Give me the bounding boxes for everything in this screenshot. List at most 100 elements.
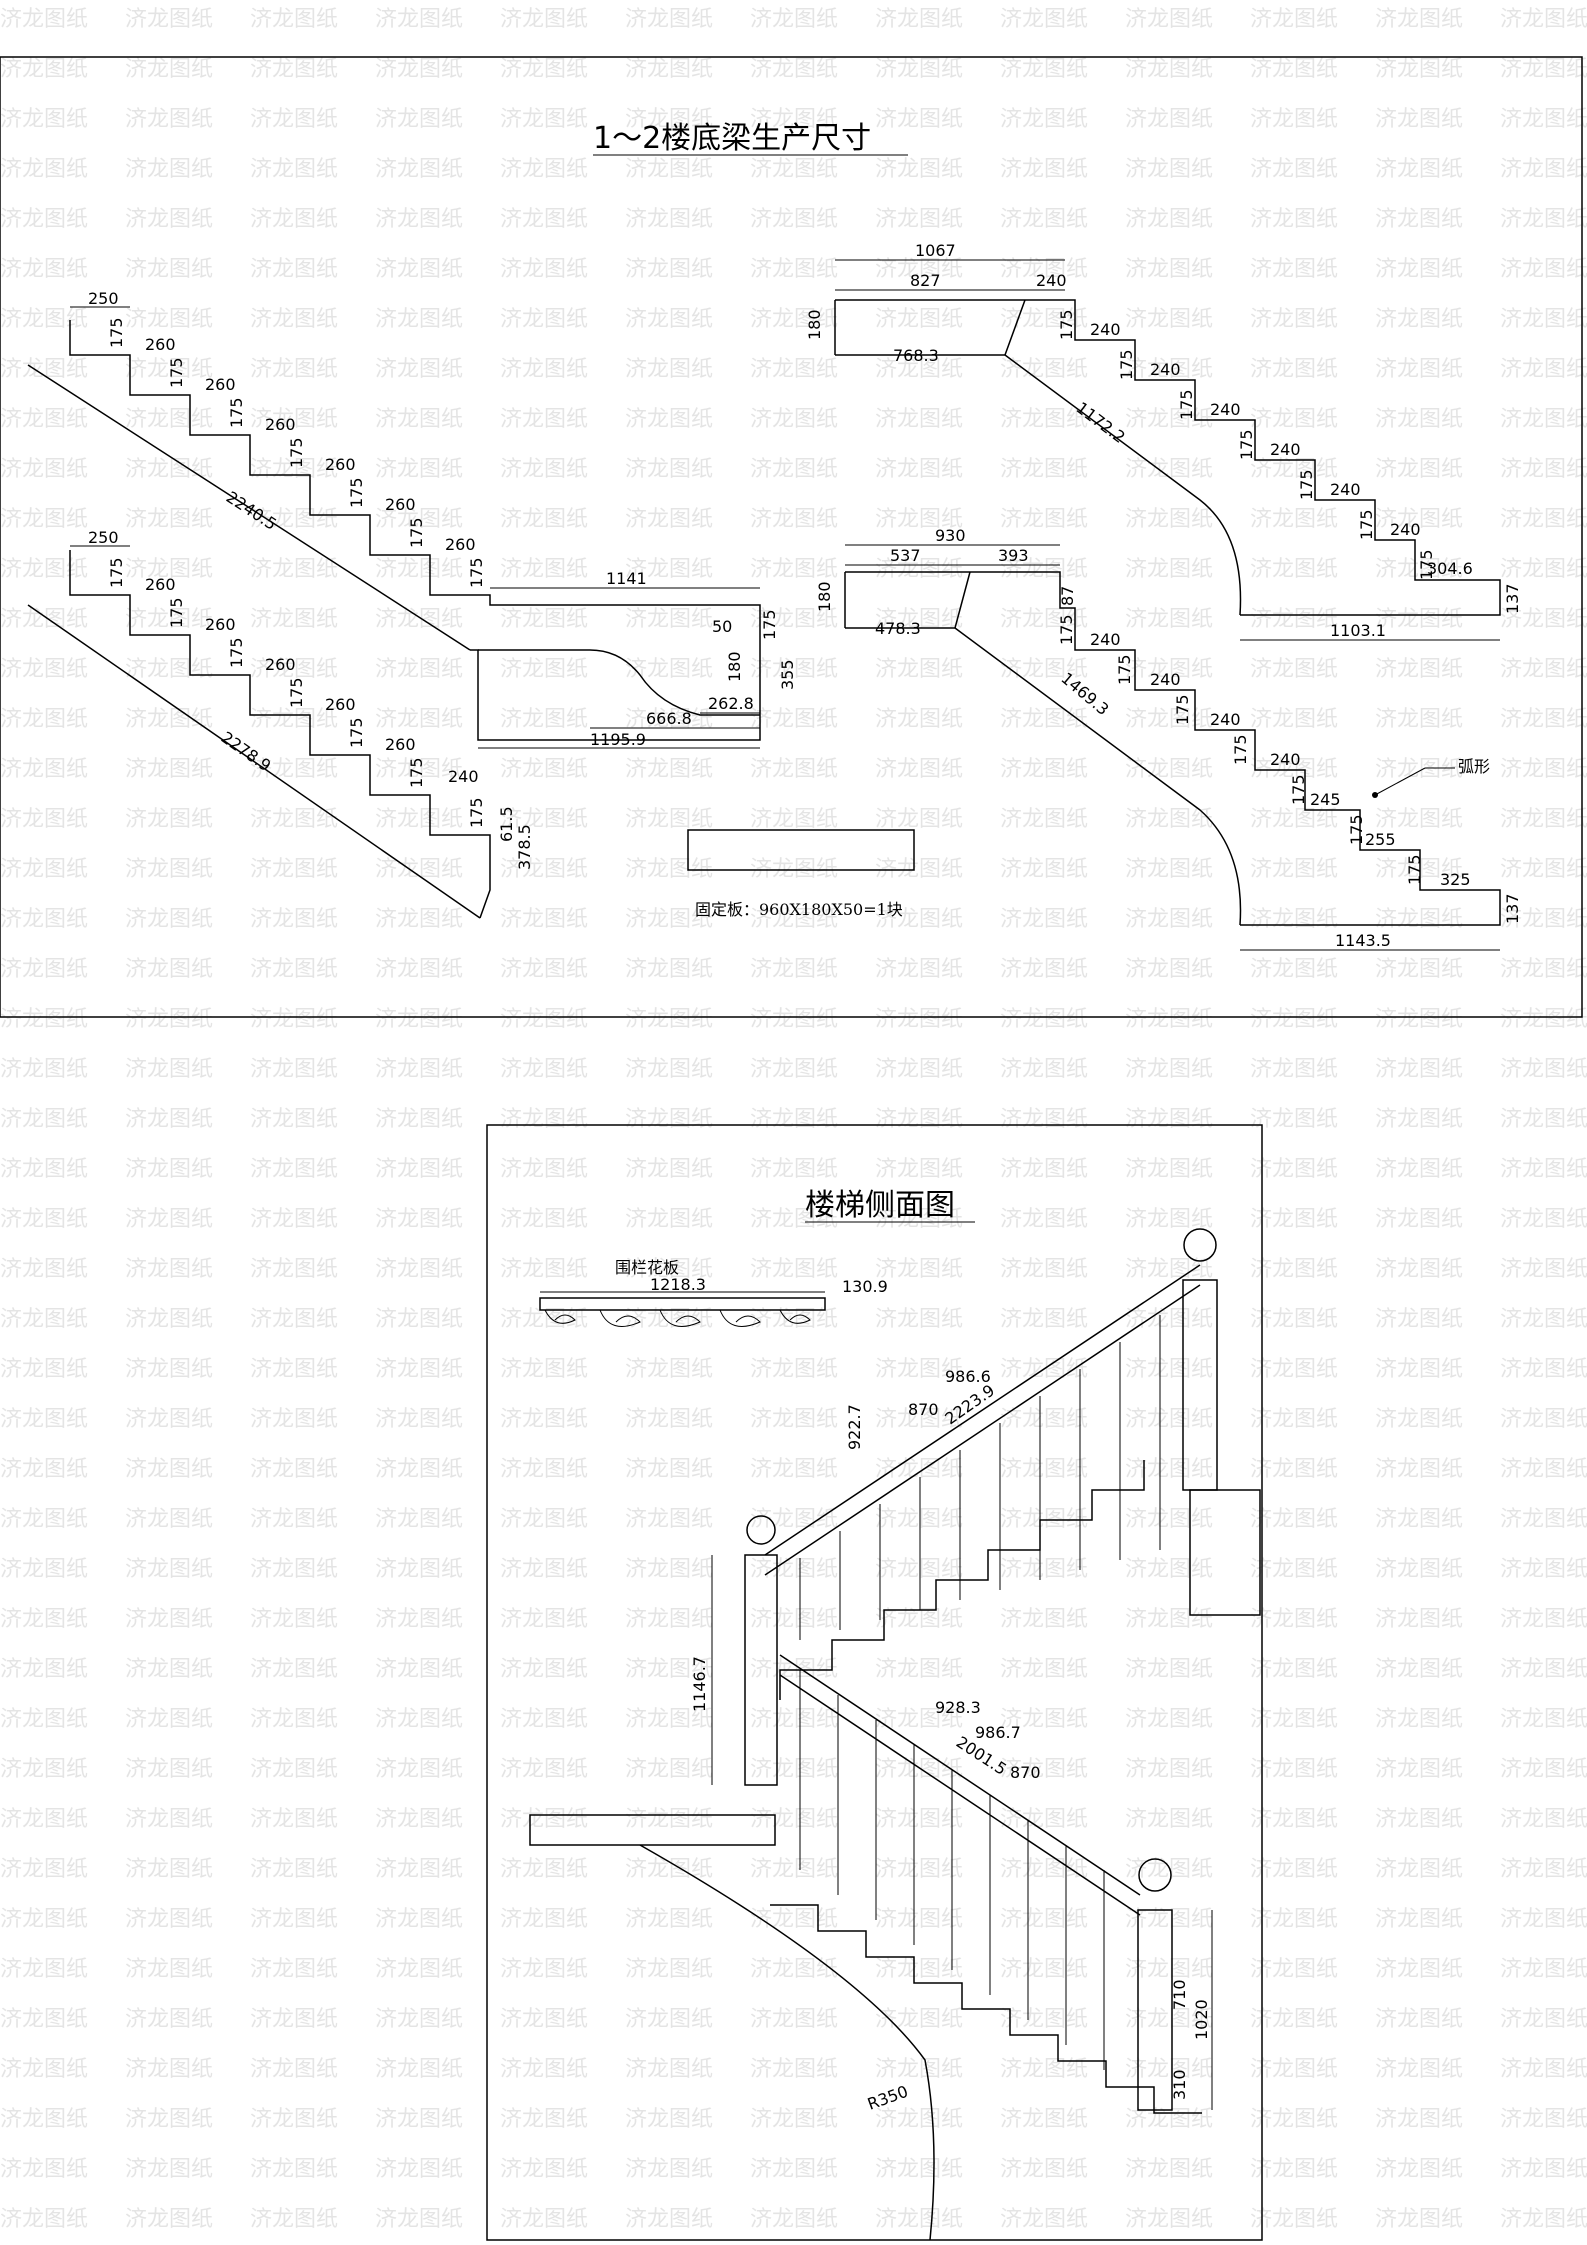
watermark-text: 济龙图纸	[125, 1957, 213, 1982]
watermark-text: 济龙图纸	[0, 1757, 88, 1782]
beam-b-tread: 260	[385, 735, 416, 754]
watermark-text: 济龙图纸	[750, 1557, 838, 1582]
watermark-text: 济龙图纸	[125, 107, 213, 132]
watermark-text: 济龙图纸	[1125, 857, 1213, 882]
watermark-text: 济龙图纸	[1125, 1207, 1213, 1232]
watermark-text: 济龙图纸	[1375, 1207, 1463, 1232]
watermark-text: 济龙图纸	[625, 407, 713, 432]
watermark-text: 济龙图纸	[1000, 1257, 1088, 1282]
watermark-text: 济龙图纸	[0, 1257, 88, 1282]
watermark-text: 济龙图纸	[1375, 1057, 1463, 1082]
watermark-text: 济龙图纸	[1125, 1607, 1213, 1632]
beam-c-rise: 175	[1417, 549, 1436, 580]
watermark-text: 济龙图纸	[250, 1907, 338, 1932]
watermark-text: 济龙图纸	[1500, 207, 1587, 232]
watermark-text: 济龙图纸	[1375, 407, 1463, 432]
watermark-text: 济龙图纸	[1375, 857, 1463, 882]
watermark-text: 济龙图纸	[875, 1507, 963, 1532]
watermark-text: 济龙图纸	[250, 707, 338, 732]
watermark-text: 济龙图纸	[375, 1257, 463, 1282]
watermark-text: 济龙图纸	[750, 1507, 838, 1532]
fence-panel-length: 1218.3	[650, 1275, 706, 1294]
watermark-text: 济龙图纸	[625, 1357, 713, 1382]
watermark-text: 济龙图纸	[250, 1307, 338, 1332]
watermark-text: 济龙图纸	[0, 1557, 88, 1582]
watermark-text: 济龙图纸	[1125, 1957, 1213, 1982]
watermark-text: 济龙图纸	[875, 957, 963, 982]
watermark-text: 济龙图纸	[1250, 307, 1338, 332]
beam-a-bottom-line	[27, 364, 471, 651]
watermark-text: 济龙图纸	[625, 2107, 713, 2132]
watermark-text: 济龙图纸	[0, 7, 88, 32]
watermark-text: 济龙图纸	[375, 557, 463, 582]
sheet1-title: 1～2楼底梁生产尺寸	[593, 121, 871, 156]
watermark-text: 济龙图纸	[500, 457, 588, 482]
watermark-text: 济龙图纸	[1250, 707, 1338, 732]
watermark-text: 济龙图纸	[1500, 1307, 1587, 1332]
beam-d-rise: 175	[1231, 734, 1250, 765]
watermark-text: 济龙图纸	[1000, 1907, 1088, 1932]
fence-panel-label: 围栏花板	[615, 1258, 679, 1277]
beam-d-end: 137	[1503, 893, 1522, 924]
watermark-text: 济龙图纸	[1250, 1207, 1338, 1232]
beam-a-top-length: 1141	[606, 569, 647, 588]
beam-d-d478: 478.3	[875, 619, 921, 638]
watermark-text: 济龙图纸	[1375, 1007, 1463, 1032]
watermark-text: 济龙图纸	[375, 1807, 463, 1832]
watermark-text: 济龙图纸	[1125, 2157, 1213, 2182]
watermark-text: 济龙图纸	[375, 357, 463, 382]
watermark-text: 济龙图纸	[1125, 1757, 1213, 1782]
watermark-text: 济龙图纸	[625, 357, 713, 382]
watermark-text: 济龙图纸	[500, 1857, 588, 1882]
watermark-text: 济龙图纸	[875, 1457, 963, 1482]
watermark-text: 济龙图纸	[1000, 357, 1088, 382]
watermark-text: 济龙图纸	[250, 207, 338, 232]
watermark-text: 济龙图纸	[0, 957, 88, 982]
watermark-text: 济龙图纸	[375, 7, 463, 32]
watermark-text: 济龙图纸	[125, 907, 213, 932]
beam-d-tread: 240	[1090, 630, 1121, 649]
lower-steps	[770, 1904, 1202, 2114]
watermark-text: 济龙图纸	[1250, 1307, 1338, 1332]
beam-d-t245: 245	[1310, 790, 1341, 809]
watermark-text: 济龙图纸	[1500, 607, 1587, 632]
watermark-text: 济龙图纸	[625, 557, 713, 582]
beam-d-rise: 175	[1405, 854, 1424, 885]
beam-a-d262: 262.8	[708, 694, 754, 713]
beam-a-curve	[478, 649, 760, 716]
watermark-text: 济龙图纸	[125, 1007, 213, 1032]
watermark-text: 济龙图纸	[125, 507, 213, 532]
watermark-text: 济龙图纸	[1000, 907, 1088, 932]
watermark-text: 济龙图纸	[0, 1357, 88, 1382]
watermark-text: 济龙图纸	[1000, 2157, 1088, 2182]
watermark-text: 济龙图纸	[500, 7, 588, 32]
watermark-text: 济龙图纸	[125, 2207, 213, 2232]
beam-d-tread: 240	[1210, 710, 1241, 729]
watermark-text: 济龙图纸	[1250, 407, 1338, 432]
watermark-text: 济龙图纸	[125, 57, 213, 82]
beam-a-d175: 175	[760, 609, 779, 640]
watermark-text: 济龙图纸	[375, 2057, 463, 2082]
watermark-text: 济龙图纸	[375, 2157, 463, 2182]
watermark-text: 济龙图纸	[375, 857, 463, 882]
watermark-text: 济龙图纸	[750, 1107, 838, 1132]
watermark-text: 济龙图纸	[250, 457, 338, 482]
watermark-text: 济龙图纸	[1125, 7, 1213, 32]
watermark-text: 济龙图纸	[750, 2007, 838, 2032]
watermark-text: 济龙图纸	[125, 1807, 213, 1832]
watermark-text: 济龙图纸	[875, 1307, 963, 1332]
watermark-text: 济龙图纸	[125, 307, 213, 332]
watermark-layer: 济龙图纸济龙图纸济龙图纸济龙图纸济龙图纸济龙图纸济龙图纸济龙图纸济龙图纸济龙图纸…	[0, 7, 1587, 2232]
watermark-text: 济龙图纸	[875, 7, 963, 32]
watermark-text: 济龙图纸	[500, 1807, 588, 1832]
watermark-text: 济龙图纸	[1000, 1307, 1088, 1332]
watermark-text: 济龙图纸	[625, 1057, 713, 1082]
beam-c-rise: 175	[1057, 309, 1076, 340]
watermark-text: 济龙图纸	[250, 357, 338, 382]
watermark-text: 济龙图纸	[625, 7, 713, 32]
watermark-text: 济龙图纸	[1500, 107, 1587, 132]
watermark-text: 济龙图纸	[1125, 1007, 1213, 1032]
watermark-text: 济龙图纸	[0, 507, 88, 532]
lower-handrail-bottom	[779, 1674, 1141, 1916]
